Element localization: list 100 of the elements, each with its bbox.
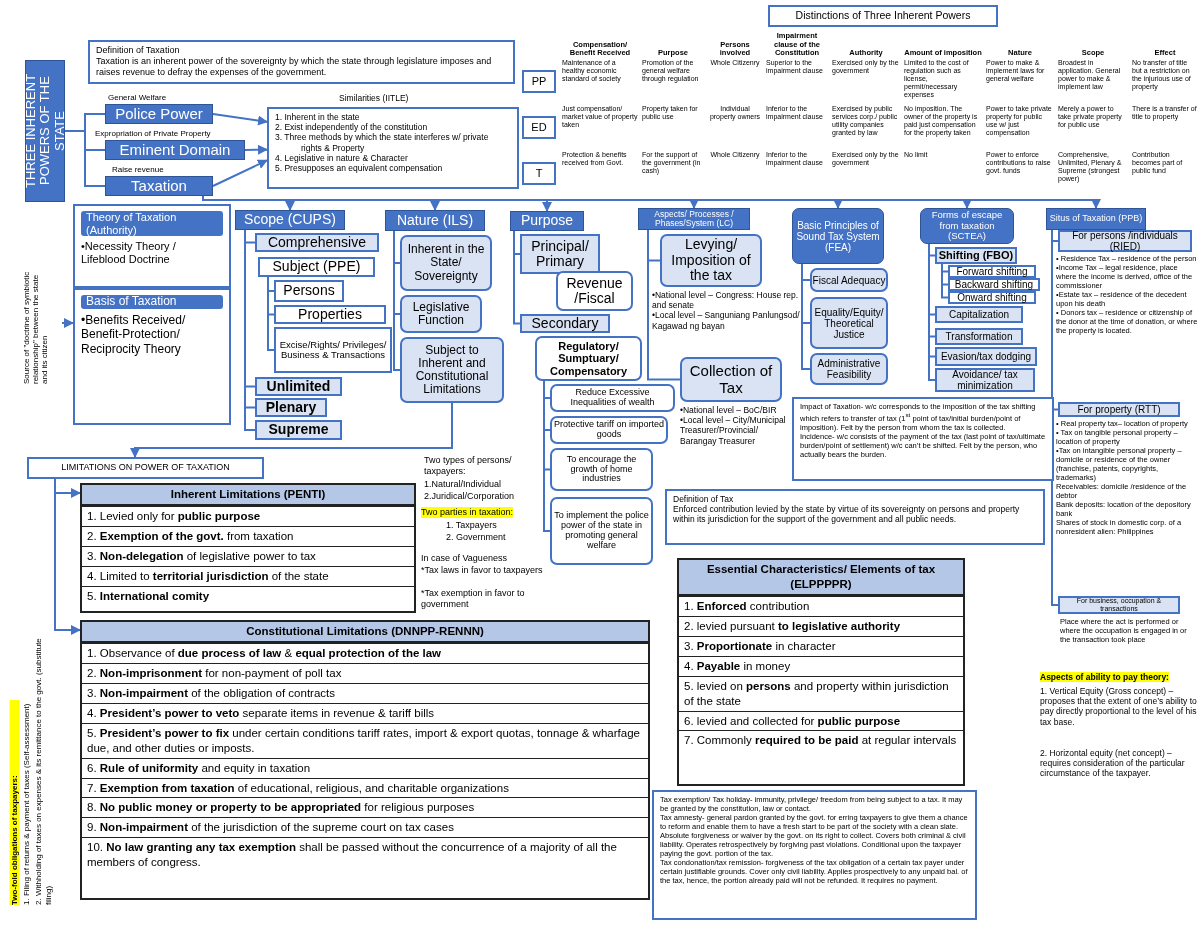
table-row: 5. International comity xyxy=(82,585,414,606)
label-text: Protective tariff on imported goods xyxy=(553,420,665,440)
limitations-table xyxy=(80,483,416,613)
concept-box xyxy=(400,295,482,333)
concept-box xyxy=(1058,596,1180,614)
arrow xyxy=(61,318,74,328)
arrow xyxy=(130,402,453,458)
label-text: Plenary xyxy=(264,399,318,416)
concept-box xyxy=(550,497,653,565)
body-text: 5. Presupposes an equivalent compensation xyxy=(275,162,444,174)
note-text: 2.Juridical/Corporation xyxy=(424,491,516,502)
concept-box xyxy=(274,280,344,302)
concept-box xyxy=(1058,402,1180,417)
definition-box xyxy=(88,40,515,84)
category-header xyxy=(638,208,750,230)
category-header xyxy=(920,208,1014,244)
row-header-box xyxy=(522,162,556,185)
label-text: Police Power xyxy=(114,105,204,123)
basis-box xyxy=(73,288,231,425)
label-text: Aspects/ Processes / Phases/System (LC) xyxy=(653,209,735,229)
category-header xyxy=(385,210,485,231)
label-text: Subject to Inherent and Constitutional Limitations xyxy=(414,343,490,397)
label-text: For persons /individuals (RIED) xyxy=(1071,230,1179,252)
side-note: Source of "doctrine of symbiotic relationship" between the state and its citizen xyxy=(22,262,62,384)
table-row: 2. levied pursuant to legislative authority xyxy=(679,615,963,636)
table-row: 6. levied and collected for public purpose xyxy=(679,710,963,731)
concept-box xyxy=(520,314,610,333)
concept-box xyxy=(274,327,392,373)
label-text: Basic Principles of Sound Tax System (FEA) xyxy=(795,219,881,253)
note-text: 1. Filing of returns & payment of taxes (Self-assessment) xyxy=(22,702,32,905)
section-title-box xyxy=(27,457,264,479)
header-tag: Basis of Taxation xyxy=(81,295,223,309)
label-text: Forms of escape from taxation (SCTEA) xyxy=(930,210,1004,242)
label-text: ED xyxy=(530,121,548,134)
concept-box xyxy=(948,265,1036,278)
table-row: 9. Non-impairment of the jurisdiction of the supreme court on tax cases xyxy=(82,817,648,838)
label-text: Collection of Tax xyxy=(688,363,774,396)
connector-line xyxy=(267,276,275,351)
elements-table xyxy=(677,558,965,786)
note-text: Two-fold obligations of taxpayers: xyxy=(10,700,20,905)
note-text: •National level – BoC/BIR xyxy=(680,405,778,416)
label-text: Nature (ILS) xyxy=(395,212,475,229)
concept-box xyxy=(660,234,762,287)
definition-box xyxy=(665,489,1045,545)
table-row: 4. Payable in money xyxy=(679,655,963,676)
table-row: 7. Commonly required to be paid at regular intervals xyxy=(679,730,963,751)
label-text: Legislative Function xyxy=(411,300,471,328)
label-text: Onward shifting xyxy=(956,292,1028,303)
note-text: *Tax exemption in favor to government xyxy=(421,588,526,610)
concept-box xyxy=(810,353,888,385)
label-text: Scope (CUPS) xyxy=(243,212,337,228)
note-text: 1.Natural/Individual xyxy=(424,479,503,490)
connector-line xyxy=(941,263,949,299)
concept-box xyxy=(810,268,888,292)
label-text: To implement the police power of the state in promoting general welfare xyxy=(553,511,650,551)
label-text: Eminent Domain xyxy=(118,141,232,159)
concept-box xyxy=(550,448,653,491)
concept-box xyxy=(535,336,642,381)
table-row: 3. Non-impairment of the obligation of contracts xyxy=(82,682,648,703)
table-row: 1. Observance of due process of law & equal protection of the law xyxy=(82,642,648,663)
concept-box xyxy=(274,305,386,324)
concept-box xyxy=(935,368,1035,392)
heading-text: Definition of Taxation xyxy=(96,45,181,56)
table-row: 1. Enforced contribution xyxy=(679,595,963,616)
concept-box xyxy=(255,398,327,417)
table-row: 1. Levied only for public purpose xyxy=(82,505,414,526)
note-text: General Welfare xyxy=(108,93,168,103)
power-box xyxy=(105,176,213,196)
table-row: 5. President’s power to fix under certain conditions tariff rates, import & export quotas, tonnage & wharfage due, and other duties or imposts. xyxy=(82,722,648,758)
body-text: Taxation is an inherent power of the sovereignty by which the state through legislature imposes and raises revenue to defray the expenses of the government. xyxy=(96,55,493,78)
row-header-box xyxy=(522,116,556,139)
label-text: To encourage the growth of home industries xyxy=(565,454,638,485)
connector-line xyxy=(647,229,681,381)
category-header xyxy=(510,211,584,231)
heading-text: Definition of Tax xyxy=(673,494,735,505)
label-text: For property (RTT) xyxy=(1076,404,1162,415)
body-text: 2. Exist independently of the constitution xyxy=(275,122,429,133)
note-text: •Local level – City/Municipal Treasurer/Provincial/ Barangay Treasurer xyxy=(680,415,787,446)
connector-line xyxy=(393,230,401,371)
note-text: Aspects of ability to pay theory: xyxy=(1040,672,1169,683)
label-text: Principal/ Primary xyxy=(530,238,590,270)
table-row: 8. No public money or property to be appropriated for religious purposes xyxy=(82,797,648,818)
connector-line xyxy=(513,230,521,325)
body-text: •Benefits Received/ Benefit-Protection/ Reciprocity Theory xyxy=(81,312,187,356)
concept-box xyxy=(948,278,1040,291)
table-title-box xyxy=(768,5,998,27)
arrow xyxy=(54,478,81,635)
table-row: 6. Rule of uniformity and equity in taxation xyxy=(82,757,648,778)
label-text: Purpose xyxy=(519,213,575,229)
header-tag: Theory of Taxation (Authority) xyxy=(81,211,223,237)
label-text: Transformation xyxy=(944,331,1014,342)
connector-line xyxy=(928,243,936,381)
label-text: Unlimited xyxy=(265,378,332,395)
concept-box xyxy=(680,357,782,402)
label-text: Shifting (FBO) xyxy=(937,249,1015,262)
label-text: Reduce Excessive Inequalities of wealth xyxy=(569,388,656,408)
table-header: Essential Characteristics/ Elements of tax (ELPPPPR) xyxy=(679,560,963,596)
note-text: Expropriation of Private Property xyxy=(95,129,212,139)
concept-box xyxy=(948,291,1036,304)
concept-box xyxy=(935,347,1037,366)
